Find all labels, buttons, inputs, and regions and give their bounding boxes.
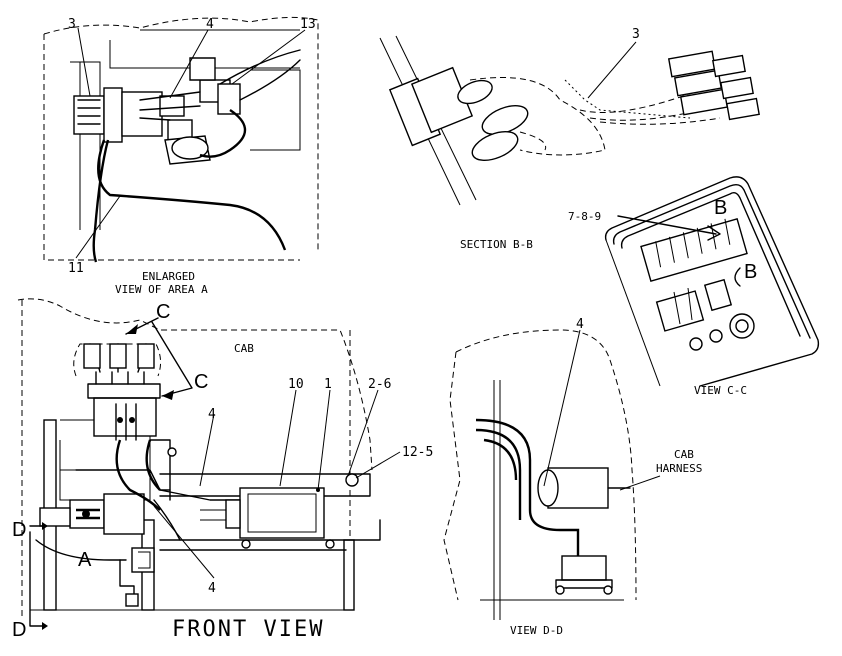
callout-dd-4: 4 (576, 317, 584, 332)
front-view: C C CAB 10 1 2-6 12-5 4 4 A D D FRONT VI… (12, 298, 433, 642)
view-dd-title: VIEW D-D (510, 624, 563, 637)
callout-front-4-upper: 4 (208, 407, 216, 422)
callout-cc-b-top: B (714, 197, 727, 219)
cab-harness-line2: HARNESS (656, 462, 702, 475)
callout-front-a: A (78, 549, 92, 571)
callout-front-c-side: C (194, 371, 208, 393)
callout-front-2-6: 2-6 (368, 377, 391, 392)
callout-cc-b-side: B (744, 261, 757, 283)
view-d-d: 4 CAB HARNESS VIEW D-D (443, 317, 702, 637)
callout-cc-789: 7-8-9 (568, 210, 601, 223)
callout-front-1: 1 (324, 377, 332, 392)
callout-enlarged-4: 4 (206, 17, 214, 32)
callout-front-d-top: D (12, 519, 26, 541)
cab-harness-line1: CAB (674, 448, 694, 461)
callout-enlarged-3: 3 (68, 17, 76, 32)
callout-enlarged-13: 13 (300, 17, 316, 32)
enlarged-view-area-a: 3 4 13 11 ENLARGED VIEW OF AREA A (43, 16, 319, 296)
callout-front-12-5: 12-5 (402, 445, 433, 460)
callout-front-10: 10 (288, 377, 304, 392)
callout-front-d-bottom: D (12, 619, 26, 641)
switch-grid (640, 218, 748, 332)
enlarged-title-line2: VIEW OF AREA A (115, 283, 208, 296)
section-b-b: 3 SECTION B-B (379, 27, 760, 251)
cab-label: CAB (234, 342, 254, 355)
view-c-c: 7-8-9 B B VIEW C-C (568, 176, 820, 397)
callout-front-4-lower: 4 (208, 581, 216, 596)
callout-enlarged-11: 11 (68, 261, 84, 276)
enlarged-title-line1: ENLARGED (142, 270, 195, 283)
callout-front-c-top: C (156, 301, 170, 323)
section-bb-title: SECTION B-B (460, 238, 533, 251)
view-cc-title: VIEW C-C (694, 384, 747, 397)
callout-section-3: 3 (632, 27, 640, 42)
front-view-title: FRONT VIEW (172, 617, 324, 642)
